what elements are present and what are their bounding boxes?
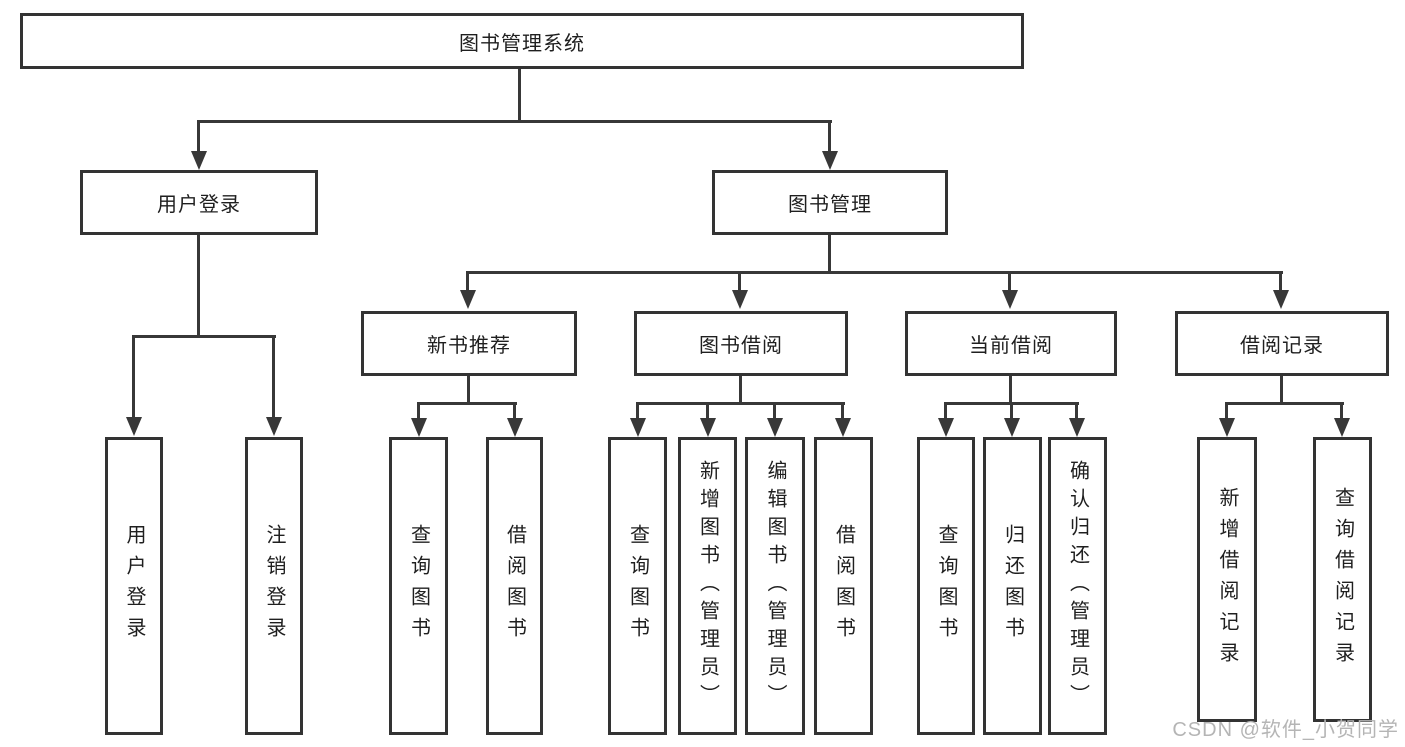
line-segment: [417, 402, 420, 419]
line-segment: [1075, 402, 1078, 419]
node-book-management: 图书管理: [712, 170, 948, 235]
arrowhead-down-icon: [460, 290, 476, 309]
line-segment: [1225, 402, 1344, 405]
leaf-records-query-record: 查询借阅记录: [1313, 437, 1372, 722]
leaf-recommend-query-books: 查询图书: [389, 437, 448, 735]
line-segment: [132, 335, 276, 338]
arrowhead-down-icon: [126, 417, 142, 436]
line-segment: [197, 235, 200, 337]
node-root: 图书管理系统: [20, 13, 1024, 69]
node-book-borrow: 图书借阅: [634, 311, 848, 376]
arrowhead-down-icon: [191, 151, 207, 170]
leaf-borrow-edit-books-admin: 编辑图书（管理员）: [745, 437, 805, 735]
arrowhead-down-icon: [700, 418, 716, 437]
leaf-user-login-label: 用户登录: [123, 524, 145, 648]
line-segment: [828, 235, 831, 273]
line-segment: [1340, 402, 1343, 419]
leaf-logout: 注销登录: [245, 437, 303, 735]
leaf-user-login: 用户登录: [105, 437, 163, 735]
line-segment: [1279, 271, 1282, 291]
leaf-borrow-query-books: 查询图书: [608, 437, 667, 735]
node-borrow-records: 借阅记录: [1175, 311, 1389, 376]
line-segment: [1225, 402, 1228, 419]
line-segment: [636, 402, 845, 405]
line-segment: [828, 120, 831, 153]
node-new-book-recommend: 新书推荐: [361, 311, 577, 376]
line-segment: [272, 335, 275, 418]
line-segment: [739, 376, 742, 403]
line-segment: [197, 120, 832, 123]
arrowhead-down-icon: [1002, 290, 1018, 309]
line-segment: [513, 402, 516, 419]
node-current-borrow: 当前借阅: [905, 311, 1117, 376]
leaf-borrow-borrow-books: 借阅图书: [814, 437, 873, 735]
line-segment: [1009, 376, 1012, 403]
leaf-records-add-record: 新增借阅记录: [1197, 437, 1257, 722]
node-new-book-recommend-label: 新书推荐: [427, 335, 511, 357]
arrowhead-down-icon: [1219, 418, 1235, 437]
line-segment: [1010, 402, 1013, 419]
arrowhead-down-icon: [835, 418, 851, 437]
node-user-login: 用户登录: [80, 170, 318, 235]
arrowhead-down-icon: [1069, 418, 1085, 437]
line-segment: [466, 271, 469, 291]
leaf-borrow-add-books-admin-label: 新增图书（管理员）: [696, 460, 719, 712]
leaf-current-return-books-label: 归还图书: [1001, 524, 1024, 648]
leaf-borrow-query-books-label: 查询图书: [626, 524, 649, 648]
leaf-recommend-borrow-books: 借阅图书: [486, 437, 543, 735]
leaf-borrow-add-books-admin: 新增图书（管理员）: [678, 437, 737, 735]
arrowhead-down-icon: [266, 417, 282, 436]
arrowhead-down-icon: [938, 418, 954, 437]
line-segment: [132, 335, 135, 418]
node-root-label: 图书管理系统: [459, 32, 585, 55]
line-segment: [197, 120, 200, 153]
line-segment: [1008, 271, 1011, 291]
csdn-watermark: CSDN @软件_小贺同学: [1172, 719, 1399, 741]
leaf-current-query-books: 查询图书: [917, 437, 975, 735]
node-book-management-label: 图书管理: [788, 194, 872, 216]
arrowhead-down-icon: [1334, 418, 1350, 437]
leaf-current-confirm-return-admin-label: 确认归还（管理员）: [1066, 460, 1089, 712]
leaf-recommend-query-books-label: 查询图书: [407, 524, 430, 648]
line-segment: [1280, 376, 1283, 403]
node-current-borrow-label: 当前借阅: [969, 335, 1053, 357]
node-user-login-label: 用户登录: [157, 194, 241, 216]
arrowhead-down-icon: [822, 151, 838, 170]
line-segment: [518, 69, 521, 120]
line-segment: [706, 402, 709, 419]
line-segment: [466, 271, 1283, 274]
arrowhead-down-icon: [507, 418, 523, 437]
leaf-current-return-books: 归还图书: [983, 437, 1042, 735]
line-segment: [841, 402, 844, 419]
line-segment: [417, 402, 517, 405]
node-book-borrow-label: 图书借阅: [699, 335, 783, 357]
node-borrow-records-label: 借阅记录: [1240, 335, 1324, 357]
leaf-current-query-books-label: 查询图书: [935, 524, 957, 648]
leaf-borrow-edit-books-admin-label: 编辑图书（管理员）: [764, 460, 786, 712]
arrowhead-down-icon: [767, 418, 783, 437]
line-segment: [636, 402, 639, 419]
leaf-records-add-record-label: 新增借阅记录: [1216, 486, 1238, 673]
line-segment: [773, 402, 776, 419]
arrowhead-down-icon: [1004, 418, 1020, 437]
leaf-current-confirm-return-admin: 确认归还（管理员）: [1048, 437, 1107, 735]
leaf-recommend-borrow-books-label: 借阅图书: [503, 524, 526, 648]
line-segment: [944, 402, 947, 419]
line-segment: [738, 271, 741, 291]
leaf-logout-label: 注销登录: [263, 524, 285, 648]
leaf-borrow-borrow-books-label: 借阅图书: [832, 524, 855, 648]
arrowhead-down-icon: [630, 418, 646, 437]
arrowhead-down-icon: [411, 418, 427, 437]
arrowhead-down-icon: [732, 290, 748, 309]
arrowhead-down-icon: [1273, 290, 1289, 309]
line-segment: [467, 376, 470, 403]
leaf-records-query-record-label: 查询借阅记录: [1331, 486, 1354, 673]
